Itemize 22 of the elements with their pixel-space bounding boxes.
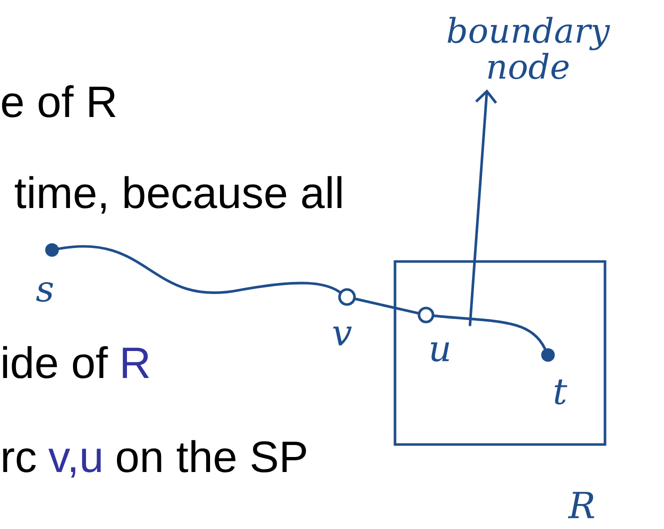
path-line <box>57 245 342 294</box>
node-label: t <box>554 380 568 404</box>
text-line: v,u <box>48 448 101 478</box>
text-line: on the SP <box>116 440 306 472</box>
node-label: s <box>36 282 53 302</box>
arrow <box>468 89 498 326</box>
path-line <box>432 314 546 350</box>
path-node <box>45 243 59 257</box>
text-line: R <box>122 348 149 378</box>
path-node <box>338 288 356 306</box>
node-label: R <box>568 492 594 518</box>
region-box <box>394 260 606 446</box>
node-label: u <box>430 342 450 362</box>
path-node <box>541 348 555 362</box>
text-line: e of R <box>2 85 116 118</box>
path-node <box>418 306 434 324</box>
node-label: v <box>333 326 352 346</box>
text-line: ide of <box>3 346 108 378</box>
text-line: time, because all <box>14 176 342 214</box>
path-line <box>354 298 420 314</box>
handwritten-note: boundary node <box>448 16 610 80</box>
text-line: rc <box>3 448 36 472</box>
